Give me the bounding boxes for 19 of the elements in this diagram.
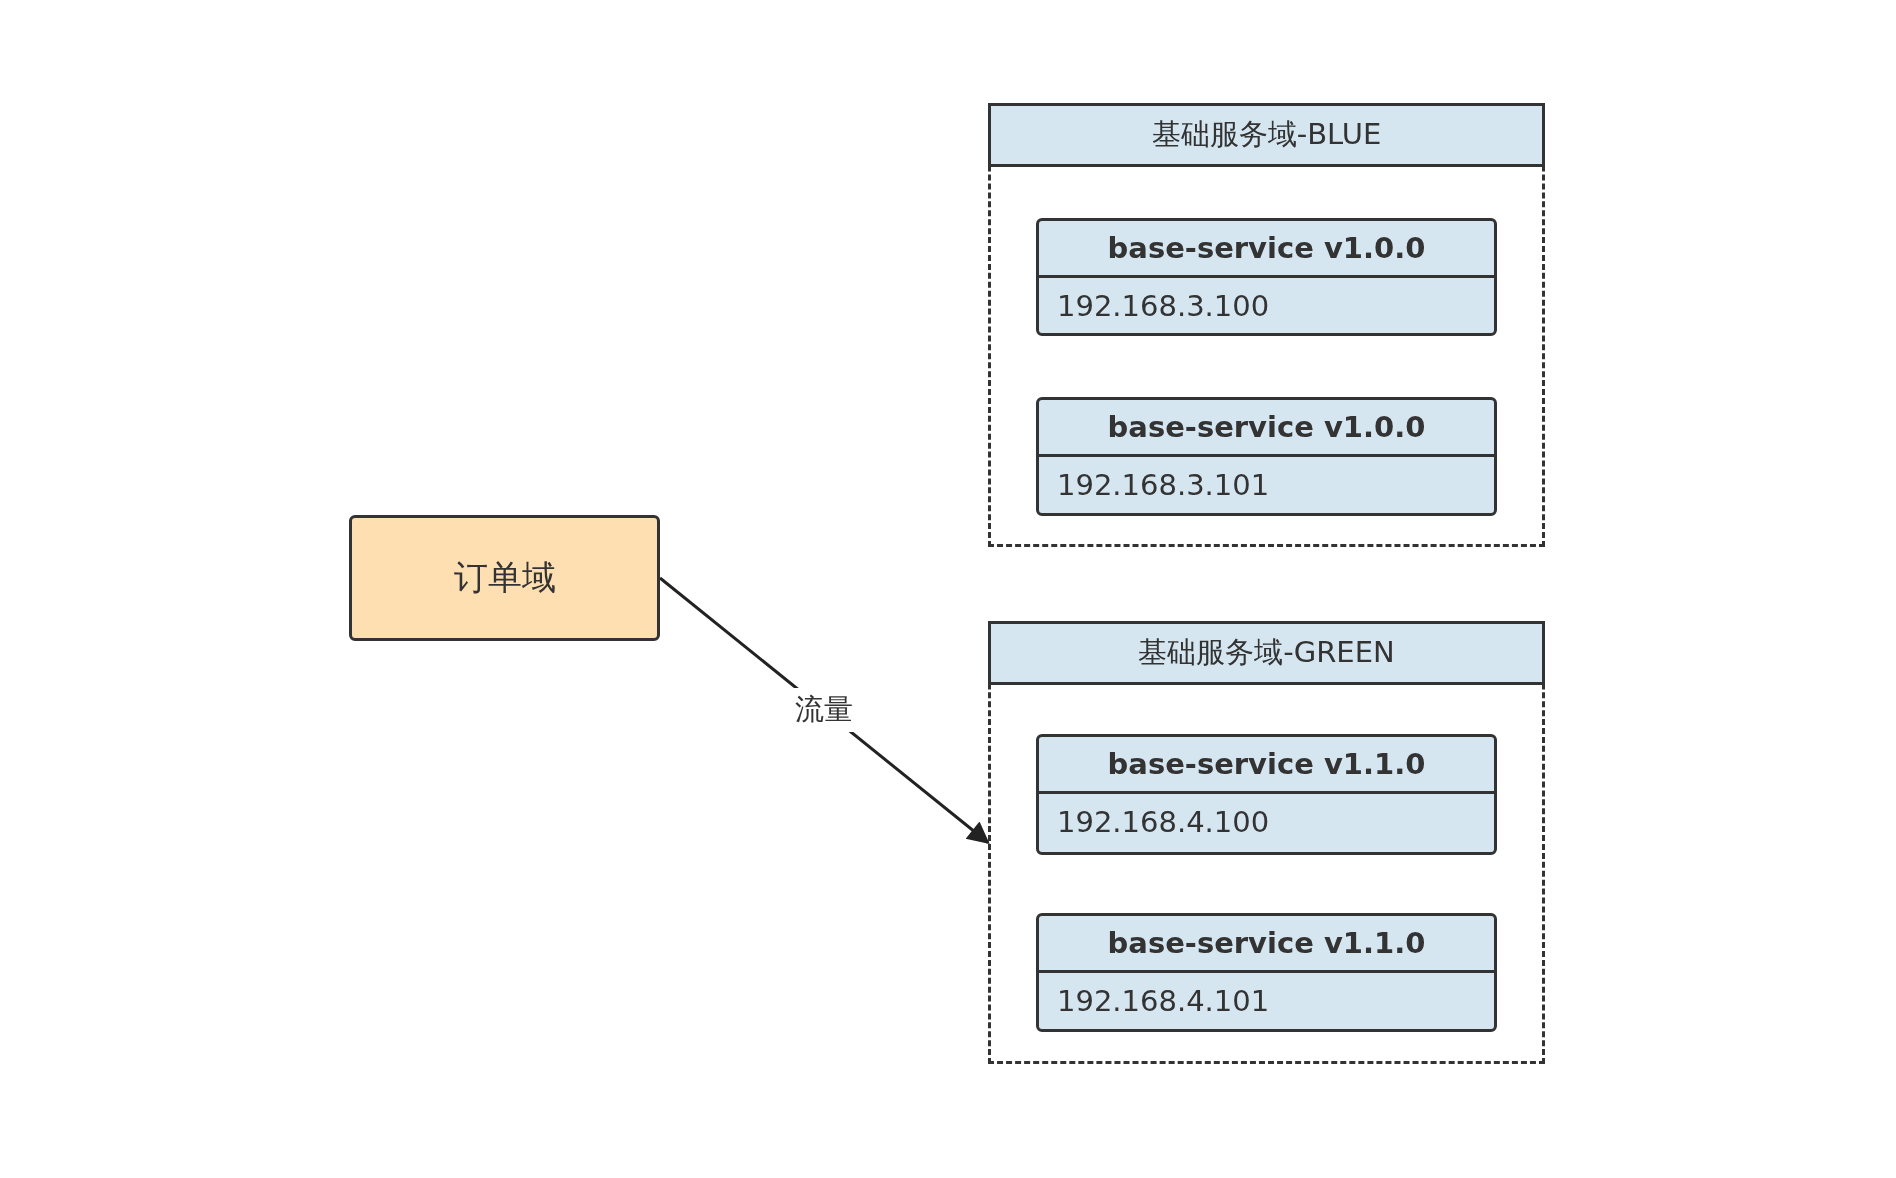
service-card <box>1036 218 1497 336</box>
ip-address: 192.168.3.100 <box>1056 287 1271 325</box>
service-name: base-service v1.0.0 <box>1039 221 1494 278</box>
process-box <box>349 515 660 641</box>
service-name: base-service v1.1.0 <box>1039 916 1494 973</box>
service-name: base-service v1.0.0 <box>1039 400 1494 457</box>
service-card <box>1036 734 1497 855</box>
ip-address: 192.168.4.100 <box>1056 803 1271 841</box>
dashed-group-container <box>988 103 1545 547</box>
group-header: 基础服务域-BLUE <box>988 103 1545 167</box>
dashed-group-container <box>988 621 1545 1064</box>
service-card <box>1036 913 1497 1032</box>
edge-label: 流量 <box>791 688 857 733</box>
node-label: 订单域 <box>453 556 556 599</box>
service-card <box>1036 397 1497 516</box>
ip-address: 192.168.3.101 <box>1056 466 1271 504</box>
group-header: 基础服务域-GREEN <box>988 621 1545 685</box>
service-name: base-service v1.1.0 <box>1039 737 1494 794</box>
ip-address: 192.168.4.101 <box>1056 982 1271 1020</box>
